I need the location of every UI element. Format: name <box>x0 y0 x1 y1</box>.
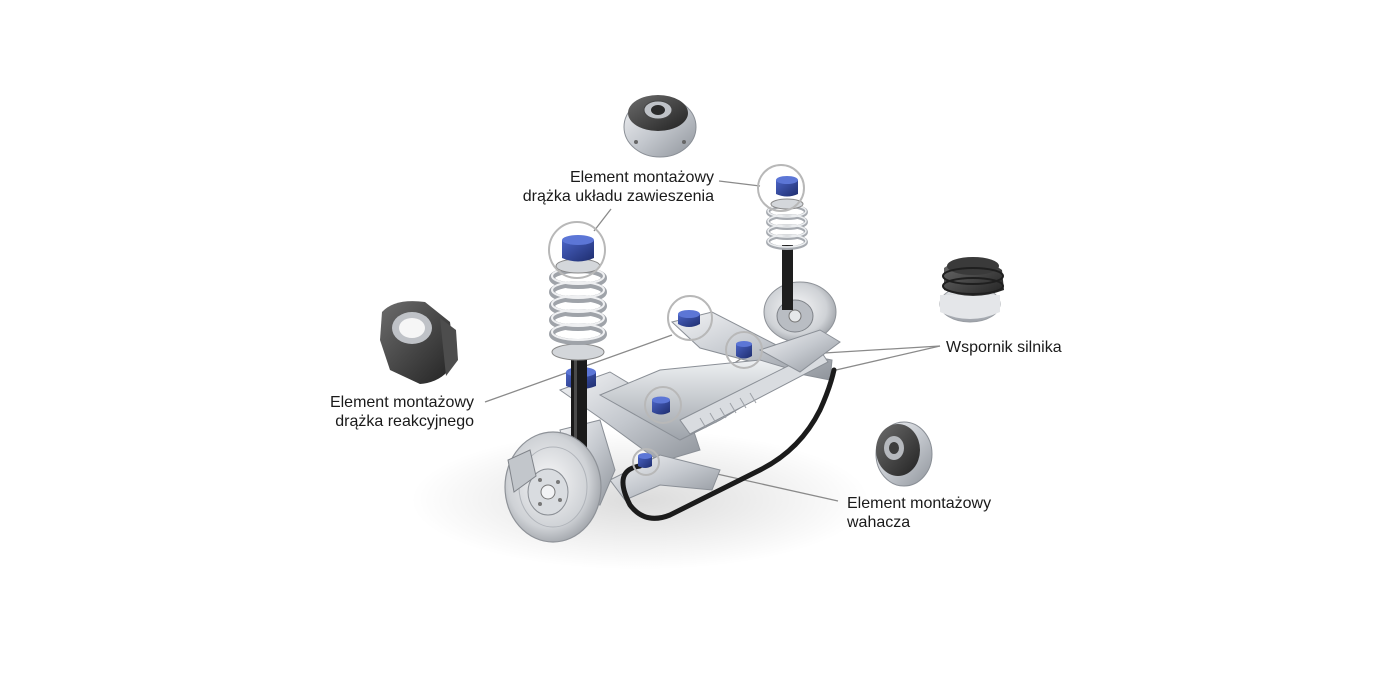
strut-top-mount-icon <box>623 95 697 158</box>
brake-disc <box>504 431 602 543</box>
label-engine-mount-line1: Wspornik silnika <box>946 339 1062 356</box>
label-control-arm-line1: Element montażowy <box>847 495 992 512</box>
label-control-arm-line2: wahacza <box>847 514 911 531</box>
label-strut-mount-line1: Element montażowy <box>569 169 714 186</box>
engine-mount-icon <box>939 257 1004 323</box>
label-engine-mount: Wspornik silnika <box>946 338 1062 357</box>
highlight-ring-subframe-rear <box>667 295 713 341</box>
anti-roll-bar <box>620 367 837 521</box>
leader-line-engine-2 <box>835 345 941 371</box>
leader-line-engine-1 <box>807 345 941 355</box>
right-strut-assembly <box>757 164 837 343</box>
label-strut-mount-line2: drążka układu zawieszenia <box>522 188 714 205</box>
highlight-ring-subframe-right <box>725 331 763 369</box>
label-reaction-rod-line1: Element montażowy <box>329 394 474 411</box>
reaction-rod-bushing-icon <box>380 301 458 384</box>
leader-line-strut-right <box>718 180 761 187</box>
label-reaction-rod-mount: Element montażowy drążka reakcyjnego <box>310 393 474 431</box>
highlight-ring-subframe-front <box>644 386 682 424</box>
label-reaction-rod-line2: drążka reakcyjnego <box>335 413 474 430</box>
highlight-ring-control-arm <box>632 448 660 476</box>
control-arm-bushing-icon <box>875 421 933 487</box>
leader-line-control-arm <box>707 471 839 502</box>
highlight-ring-left-strut <box>548 221 606 279</box>
highlight-ring-right-strut <box>757 164 805 212</box>
leader-line-strut-left <box>593 208 612 232</box>
label-strut-mount: Element montażowy drążka układu zawiesze… <box>512 168 714 206</box>
label-control-arm-mount: Element montażowy wahacza <box>847 494 991 532</box>
